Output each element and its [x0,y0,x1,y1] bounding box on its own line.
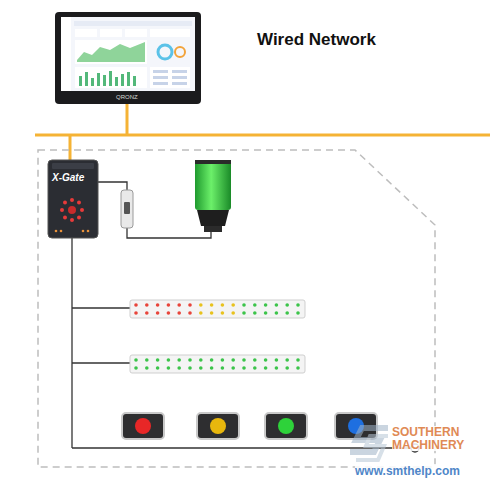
led-dot [199,358,203,362]
led-dot [134,358,138,362]
led-dot [210,303,214,307]
led-dot [177,311,181,315]
diagram-title: Wired Network [257,30,376,50]
led-dot [177,358,181,362]
led-dot [231,303,235,307]
led-dot [253,358,257,362]
led-dot [156,311,160,315]
andon-button [265,413,307,439]
led-dot [275,366,279,370]
led-dot [285,366,289,370]
led-dot [167,303,171,307]
led-dot [253,311,257,315]
led-dot [242,311,246,315]
led-dot [177,366,181,370]
led-dot [296,366,300,370]
tower-light [195,160,231,232]
led-dot [188,311,192,315]
x-gate-device [48,160,98,238]
led-dot [210,358,214,362]
signal-wires [72,182,419,452]
led-dot [264,303,268,307]
led-dot [145,311,149,315]
led-dot [145,358,149,362]
led-dot [221,311,225,315]
andon-button [122,413,164,439]
led-dot [231,311,235,315]
andon-button [197,413,239,439]
watermark-text: SOUTHERN MACHINERY [392,426,488,451]
led-dot [285,311,289,315]
watermark-url: www.smthelp.com [355,464,460,478]
led-dot [199,311,203,315]
led-dot [210,311,214,315]
led-dot [167,311,171,315]
led-dot [199,303,203,307]
led-dot [156,303,160,307]
device-label: X-Gate [52,172,84,183]
led-dot [264,366,268,370]
led-dot [285,303,289,307]
device-region [38,150,435,467]
led-dot [188,366,192,370]
led-dot [275,303,279,307]
watermark-logo [350,428,388,460]
led-dot [264,311,268,315]
led-dot [145,366,149,370]
network-bus [35,104,490,161]
sensor-module [121,190,133,228]
brand-label: QRONZ [116,94,138,100]
led-dot [177,303,181,307]
led-dot [221,303,225,307]
led-dot [167,358,171,362]
led-dot [199,366,203,370]
led-dot [188,303,192,307]
led-dot [134,366,138,370]
led-dot [275,358,279,362]
led-strip [130,300,305,318]
led-dot [134,311,138,315]
led-dot [188,358,192,362]
led-dot [231,358,235,362]
led-dot [221,366,225,370]
led-dot [253,366,257,370]
led-dot [221,358,225,362]
led-dot [253,303,257,307]
led-dot [242,358,246,362]
led-dot [275,311,279,315]
led-dot [210,366,214,370]
led-dot [134,303,138,307]
led-dot [242,366,246,370]
led-dot [167,366,171,370]
led-dot [296,303,300,307]
led-dot [242,303,246,307]
led-dot [231,366,235,370]
led-dot [296,358,300,362]
led-dot [264,358,268,362]
led-dot [156,366,160,370]
led-strip [130,355,305,373]
monitor-screen [55,12,201,104]
led-dot [296,311,300,315]
led-dot [145,303,149,307]
led-dot [156,358,160,362]
led-dot [285,358,289,362]
